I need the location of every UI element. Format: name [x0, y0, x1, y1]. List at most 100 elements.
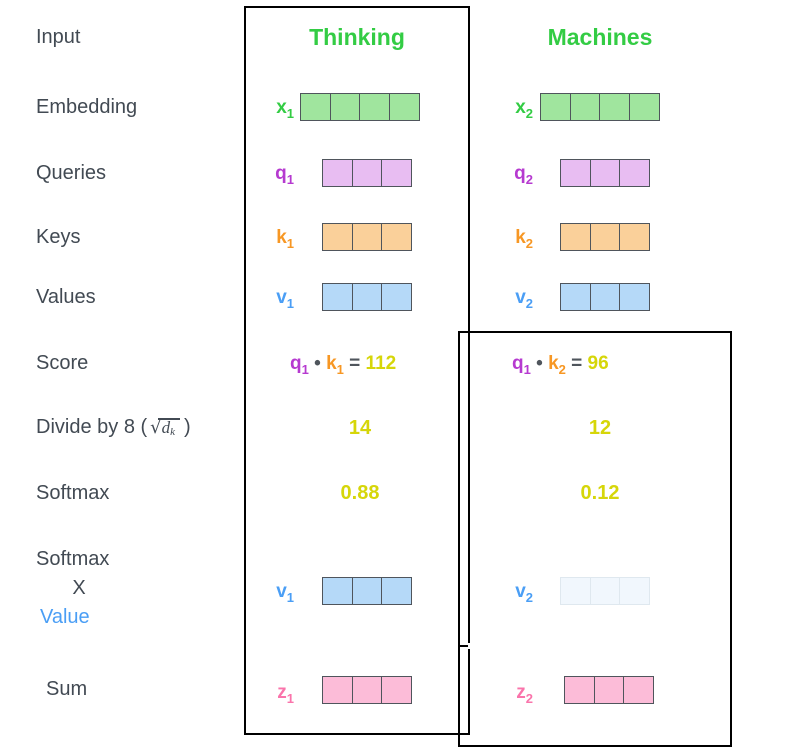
- vector-cell: [351, 283, 383, 311]
- vector-cell: [381, 223, 412, 251]
- vector-cell: [351, 223, 383, 251]
- vector-box-z1: [322, 676, 412, 704]
- sqrt-symbol: √: [150, 417, 162, 438]
- vector-subscript: 2: [525, 589, 533, 605]
- vector-box-x2: [540, 93, 660, 121]
- score-key-symbol: k2: [548, 353, 566, 377]
- vector-tag-k2: k2: [505, 227, 533, 251]
- vector-box-x1: [300, 93, 420, 121]
- sqrt-radicand: d: [161, 418, 171, 437]
- vector-cell: [619, 283, 650, 311]
- score-query-symbol: q1: [512, 353, 531, 377]
- score-key-letter: k: [326, 353, 337, 374]
- row-label-queries: Queries: [36, 162, 107, 184]
- vector-box-z2: [564, 676, 654, 704]
- vector-cell: [351, 577, 383, 605]
- column-title-thinking: Thinking: [309, 24, 405, 50]
- vector-cell: [560, 283, 591, 311]
- vector-box-q2: [560, 159, 650, 187]
- score-value: 96: [587, 353, 609, 374]
- score-value: 112: [365, 353, 397, 374]
- vector-cell: [322, 159, 353, 187]
- vector-tag-q2: q2: [505, 163, 533, 187]
- vector-cell: [560, 577, 591, 605]
- vector-cell: [564, 676, 595, 704]
- score-query-subscript: 1: [523, 361, 531, 377]
- frame-seam-left-lower: [460, 647, 468, 733]
- dot-product-icon: •: [314, 353, 321, 374]
- score-equals-sign: =: [349, 353, 361, 374]
- sqrt-radicand-subscript: k: [170, 426, 176, 438]
- score-equals-sign: =: [571, 353, 583, 374]
- vector-tag-k1: k1: [266, 227, 294, 251]
- vector-cell: [589, 223, 621, 251]
- vector-subscript: 1: [286, 690, 294, 706]
- vector-cell: [569, 93, 601, 121]
- vector-cell: [300, 93, 331, 121]
- vector-box-k2: [560, 223, 650, 251]
- vector-cell: [351, 676, 383, 704]
- vector-symbol: q: [514, 163, 526, 184]
- vector-tag-x1: x1: [266, 97, 294, 121]
- vector-symbol: v: [515, 581, 526, 602]
- vector-symbol: v: [276, 581, 287, 602]
- divide-value-machines: 12: [588, 417, 612, 439]
- vector-tag-v2: v2: [505, 287, 533, 311]
- vector-cell: [322, 223, 353, 251]
- vector-tag-v1: v1: [266, 287, 294, 311]
- vector-cell: [589, 577, 621, 605]
- vector-cell: [388, 93, 420, 121]
- vector-cell: [593, 676, 625, 704]
- vector-cell: [322, 676, 353, 704]
- frame-seam-left-upper: [460, 333, 468, 645]
- vector-cell: [623, 676, 654, 704]
- vector-subscript: 2: [525, 171, 533, 187]
- divide-value-thinking: 14: [348, 417, 372, 439]
- vector-symbol: v: [276, 287, 287, 308]
- vector-cell: [560, 159, 591, 187]
- vector-cell: [619, 577, 650, 605]
- row-label-divide-by-8: Divide by 8 (√dk): [36, 416, 191, 439]
- vector-box-v1: [322, 283, 412, 311]
- row-label-score: Score: [36, 352, 89, 374]
- row-label-softmax: Softmax: [36, 482, 110, 504]
- softmax-value-thinking: 0.88: [340, 482, 380, 504]
- vector-tag-softmax-value-v2: v2: [505, 581, 533, 605]
- score-query-letter: q: [512, 353, 524, 374]
- vector-cell: [381, 676, 412, 704]
- vector-cell: [322, 577, 353, 605]
- vector-subscript: 1: [286, 235, 294, 251]
- vector-cell: [381, 283, 412, 311]
- vector-cell: [540, 93, 571, 121]
- vector-subscript: 2: [525, 235, 533, 251]
- vector-box-k1: [322, 223, 412, 251]
- vector-cell: [619, 159, 650, 187]
- softmax-value-machines: 0.12: [580, 482, 620, 504]
- vector-subscript: 1: [286, 105, 294, 121]
- vector-subscript: 2: [525, 690, 533, 706]
- row-label-softmax-times-value-line3: Value: [40, 606, 90, 628]
- vector-symbol: z: [516, 682, 526, 703]
- row-label-softmax-times-value-line2: X: [72, 577, 86, 599]
- row-label-input: Input: [36, 26, 81, 48]
- vector-symbol: k: [515, 227, 526, 248]
- row-label-sum: Sum: [46, 678, 88, 700]
- dot-product-icon: •: [536, 353, 543, 374]
- score-expression-thinking: q1 • k1 = 112: [290, 353, 396, 377]
- vector-tag-softmax-value-v1: v1: [266, 581, 294, 605]
- vector-tag-q1: q1: [266, 163, 294, 187]
- vector-box-q1: [322, 159, 412, 187]
- vector-subscript: 2: [525, 295, 533, 311]
- vector-subscript: 1: [286, 171, 294, 187]
- vector-symbol: z: [277, 682, 287, 703]
- vector-tag-z1: z1: [266, 682, 294, 706]
- vector-symbol: v: [515, 287, 526, 308]
- vector-cell: [351, 159, 383, 187]
- vector-cell: [589, 283, 621, 311]
- vector-box-softmax-value-v1: [322, 577, 412, 605]
- vector-cell: [322, 283, 353, 311]
- vector-subscript: 1: [286, 295, 294, 311]
- vector-subscript: 2: [525, 105, 533, 121]
- frame-seam-horizontal: [468, 643, 730, 649]
